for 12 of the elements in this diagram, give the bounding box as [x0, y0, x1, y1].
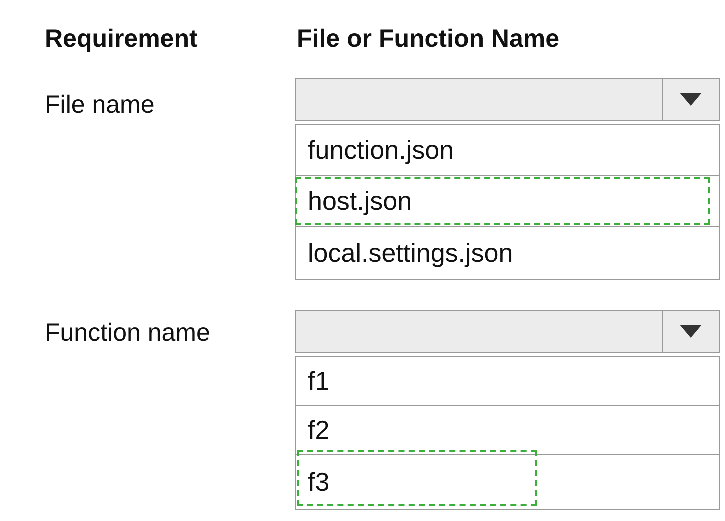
column-header: File or Function Name — [297, 24, 560, 54]
row-label: File name — [45, 90, 155, 120]
dropdown-option: f3 — [295, 454, 720, 510]
dropdown-option: f2 — [295, 405, 720, 455]
dropdown-option: function.json — [295, 124, 720, 176]
row-label: Function name — [45, 318, 210, 348]
dropdown-field — [295, 310, 720, 353]
dropdown-option: local.settings.json — [295, 226, 720, 280]
dropdown-option: host.json — [295, 175, 720, 227]
dropdown-field — [295, 78, 720, 121]
dropdown-option: f1 — [295, 356, 720, 406]
column-header: Requirement — [45, 24, 198, 54]
